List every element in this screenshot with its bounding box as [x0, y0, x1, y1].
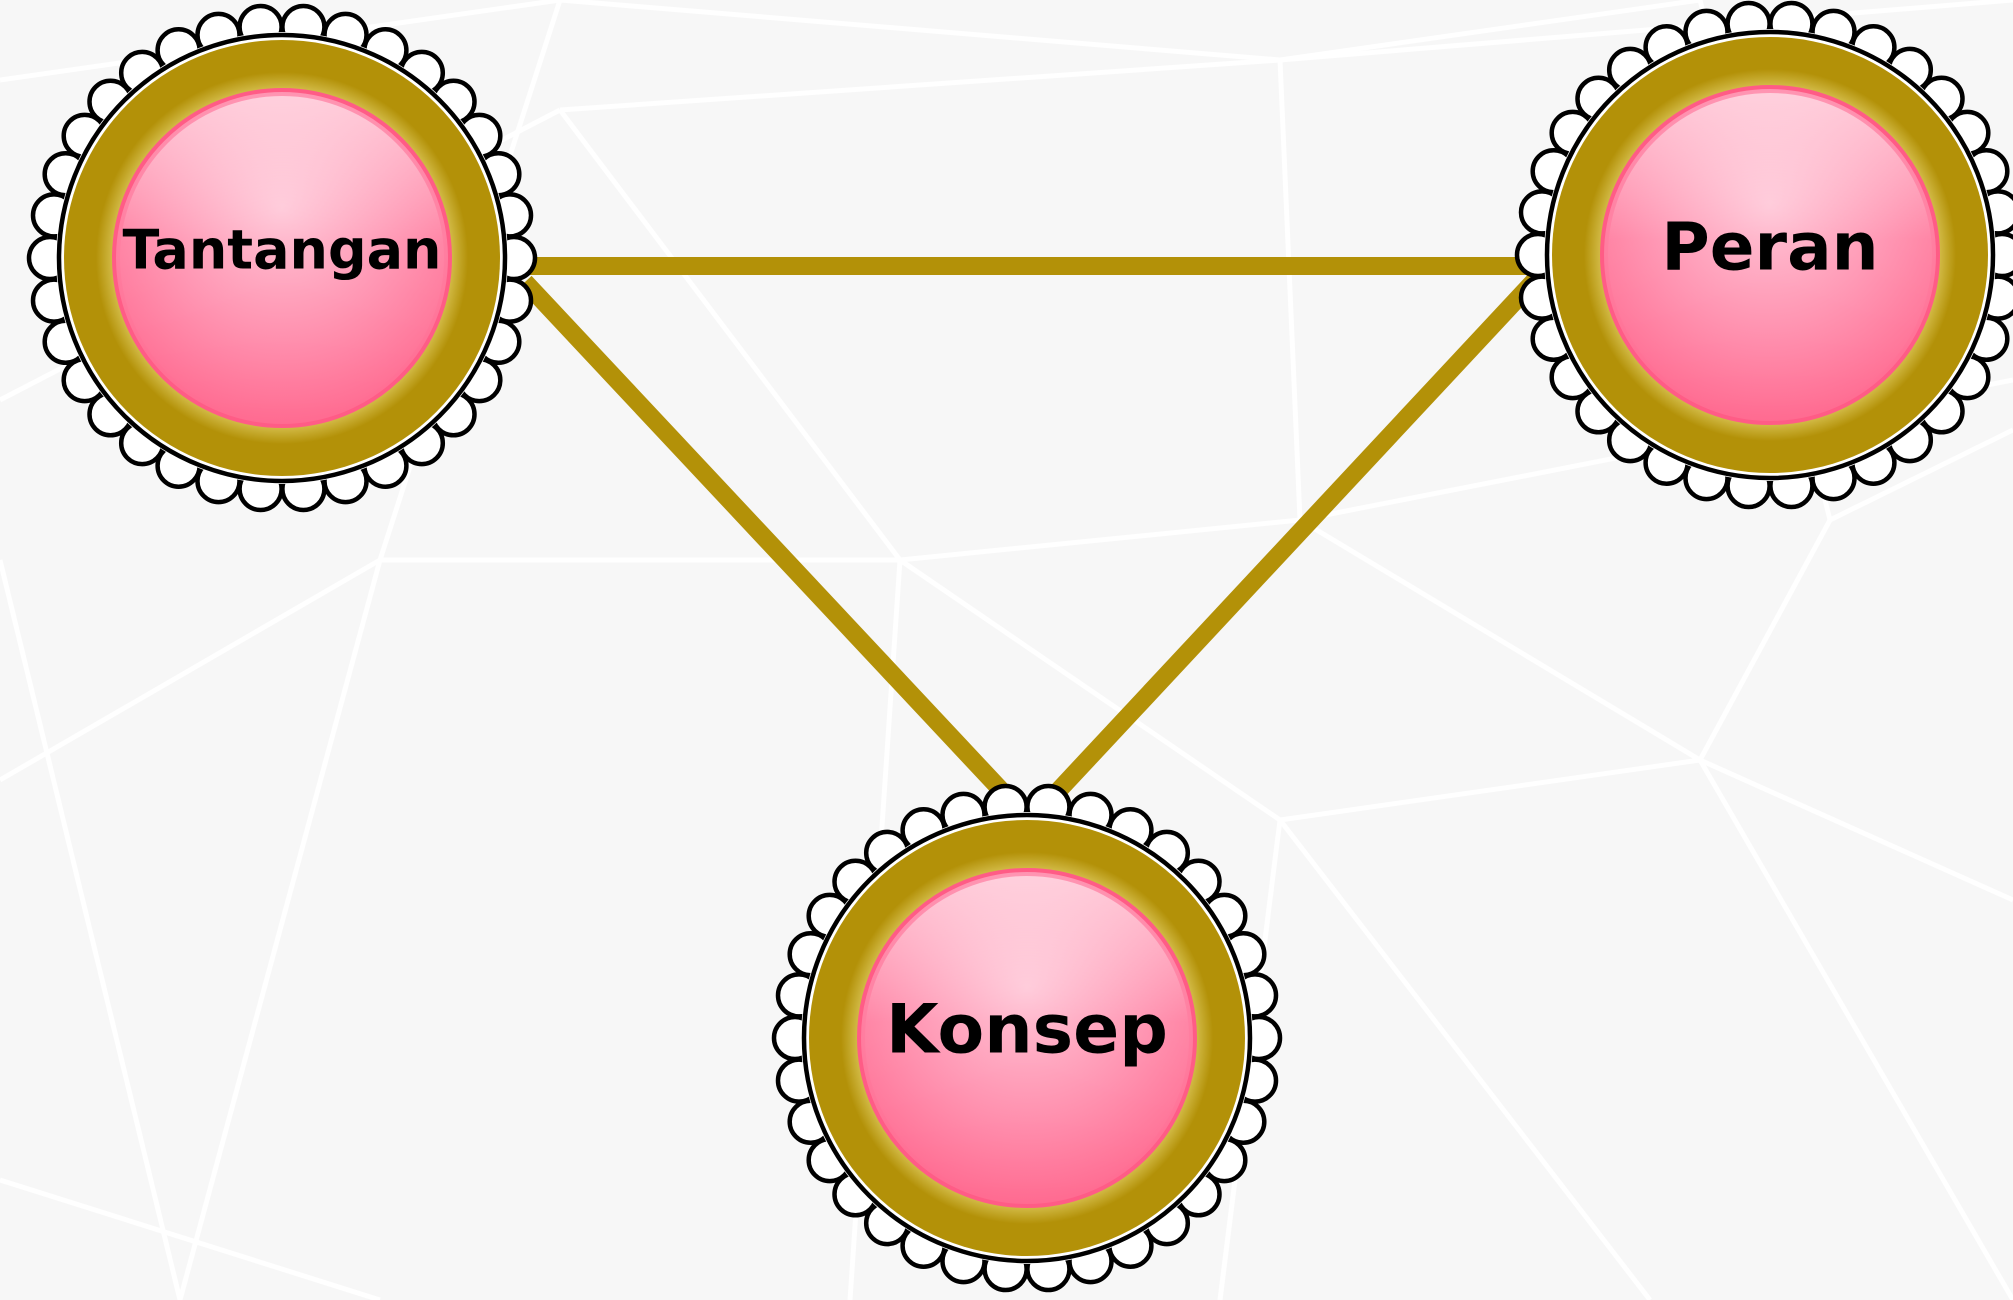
mesh-line [1828, 427, 2013, 523]
mesh-line [1277, 59, 1303, 521]
mesh-line [1278, 818, 1652, 1300]
mesh-line [0, 557, 382, 783]
node-tantangan[interactable]: Tantangan [26, 3, 538, 513]
node-label-peran: Peran [1661, 209, 1878, 286]
mesh-line [559, 0, 1281, 63]
mesh-line [1298, 517, 1702, 763]
mesh-line [899, 517, 1301, 563]
mesh-line [1698, 757, 2013, 903]
node-label-konsep: Konsep [886, 991, 1168, 1070]
mesh-line [0, 1177, 381, 1300]
node-peran[interactable]: Peran [1514, 0, 2013, 510]
connector-lines [518, 257, 1555, 812]
mesh-line [558, 108, 902, 562]
mesh-line [1697, 518, 1833, 762]
connector-peran-konsep [1038, 273, 1542, 812]
mesh-line [559, 57, 1281, 113]
node-konsep[interactable]: Konsep [771, 783, 1283, 1293]
mesh-line [1279, 757, 1701, 823]
mesh-line [898, 557, 1282, 823]
mesh-line [177, 559, 383, 1300]
connector-tantangan-konsep [518, 275, 1022, 812]
node-label-tantangan: Tantangan [123, 219, 442, 282]
mesh-line [1697, 758, 2013, 1300]
mesh-line [0, 559, 183, 1300]
mesh-line [1279, 0, 1701, 63]
mesh-line [1279, 0, 2013, 63]
